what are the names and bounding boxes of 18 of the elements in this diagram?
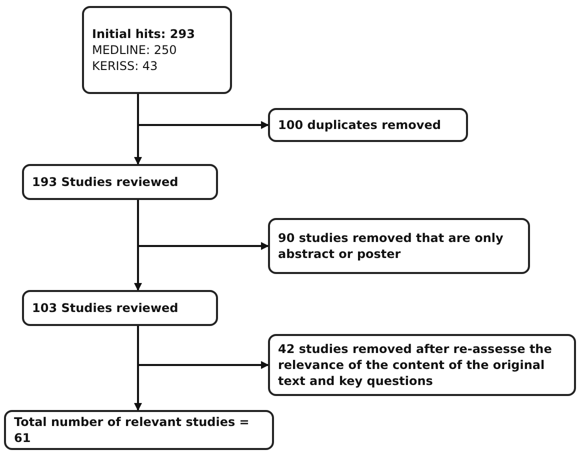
box-title: 100 duplicates removed (278, 117, 442, 133)
box-text: MEDLINE: 250 (92, 42, 178, 58)
process-box (22, 164, 218, 200)
process-box (22, 290, 218, 326)
process-box (82, 6, 232, 94)
box-title: 90 studies removed that are only abstract or poster (278, 230, 504, 262)
process-box (268, 334, 576, 396)
box-title: Initial hits: 293 (92, 26, 196, 42)
arrow (134, 326, 142, 411)
box-title: 193 Studies reviewed (32, 174, 180, 190)
process-box (268, 218, 530, 274)
process-box (4, 410, 274, 450)
process-box (268, 108, 468, 142)
box-title: 103 Studies reviewed (32, 300, 180, 316)
box-title: Total number of relevant studies = 61 (14, 414, 250, 446)
arrow (134, 94, 142, 165)
box-text: KERISS: 43 (92, 58, 159, 74)
box-title: 42 studies removed after re-assesse the relevance of the content of the original text and key questions (278, 341, 553, 389)
